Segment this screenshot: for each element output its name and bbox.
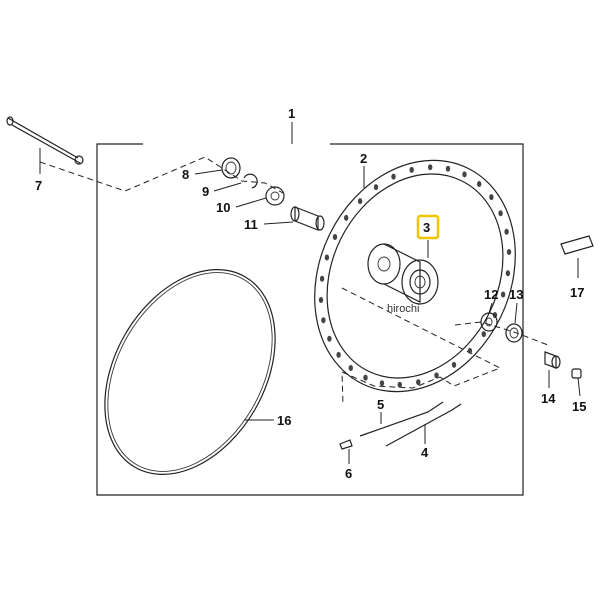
rim-spoke-hole — [363, 374, 368, 381]
rim-spoke-hole — [373, 184, 379, 191]
axle-part-7 — [6, 116, 84, 165]
rim-spoke-hole — [504, 228, 509, 235]
seal-part-8 — [221, 157, 241, 179]
rim-spoke-hole — [489, 194, 494, 201]
callout-11: 11 — [244, 217, 258, 232]
rim-spoke-hole — [324, 254, 330, 261]
rim-spoke-hole — [481, 331, 486, 338]
rim-spoke-hole — [445, 165, 451, 172]
rim-spoke-hole — [348, 365, 353, 371]
callout-2: 2 — [360, 151, 367, 166]
callout-8: 8 — [182, 167, 189, 182]
rim-spoke-hole — [397, 381, 402, 388]
rim-spoke-hole — [506, 249, 512, 255]
callout-12: 12 — [484, 287, 498, 302]
nipple-part-6 — [339, 439, 353, 450]
weight-part-17 — [560, 235, 594, 255]
callout-10: 10 — [216, 200, 230, 215]
leader-lines — [39, 148, 581, 464]
callout-9: 9 — [202, 184, 209, 199]
rim-spoke-hole — [321, 317, 326, 324]
seal-part-13 — [505, 323, 523, 343]
callout-6: 6 — [345, 466, 352, 481]
rim-spoke-hole — [332, 234, 338, 240]
rim-spoke-hole — [409, 166, 414, 173]
rim-band-part-16 — [104, 269, 276, 475]
rim-spoke-holes — [318, 164, 512, 388]
bolt-part-15 — [571, 368, 582, 379]
rim-spoke-hole — [434, 372, 439, 379]
hub-part-3 — [367, 243, 439, 305]
spacer-part-10 — [265, 186, 285, 206]
callout-labels: 1 2 3 4 5 6 7 8 9 10 11 12 13 14 15 16 1… — [35, 106, 586, 481]
rim-spoke-hole — [500, 291, 506, 298]
spoke-part-4 — [385, 403, 462, 447]
rim-spoke-hole — [357, 198, 363, 205]
rim-spoke-hole — [416, 379, 421, 386]
spacer-part-12 — [480, 312, 498, 332]
callout-5: 5 — [377, 397, 384, 412]
rim-part-2 — [314, 159, 516, 393]
callout-4: 4 — [421, 445, 429, 460]
rim-spoke-hole — [344, 214, 349, 221]
assembly-frame — [96, 122, 524, 496]
callout-17: 17 — [570, 285, 584, 300]
rim-spoke-hole — [505, 270, 511, 277]
highlight-box-part-3 — [416, 214, 440, 240]
callout-1: 1 — [288, 106, 295, 121]
rim-spoke-hole — [391, 173, 396, 180]
spoke-part-5 — [359, 401, 444, 437]
bushing-part-11 — [290, 206, 325, 231]
rim-spoke-hole — [451, 361, 457, 368]
callout-16: 16 — [277, 413, 291, 428]
circlip-part-9 — [243, 173, 258, 189]
rim-spoke-hole — [379, 380, 385, 387]
rim-spoke-hole — [498, 210, 503, 217]
callout-7: 7 — [35, 178, 42, 193]
rim-spoke-hole — [318, 297, 324, 303]
rim-spoke-hole — [319, 275, 325, 282]
rim-spoke-hole — [327, 335, 332, 342]
callout-3: 3 — [423, 220, 430, 235]
rim-spoke-hole — [428, 164, 433, 171]
callout-15: 15 — [572, 399, 586, 414]
bushing-part-14 — [544, 351, 561, 369]
assembly-dash-lines — [39, 156, 549, 406]
callout-13: 13 — [509, 287, 523, 302]
rim-spoke-hole — [492, 312, 498, 318]
watermark-text: hirochi — [387, 303, 419, 315]
rim-spoke-hole — [462, 171, 467, 178]
rim-spoke-hole — [467, 347, 473, 354]
callout-14: 14 — [541, 391, 556, 406]
rim-spoke-hole — [477, 181, 482, 187]
rim-spoke-hole — [336, 351, 341, 358]
